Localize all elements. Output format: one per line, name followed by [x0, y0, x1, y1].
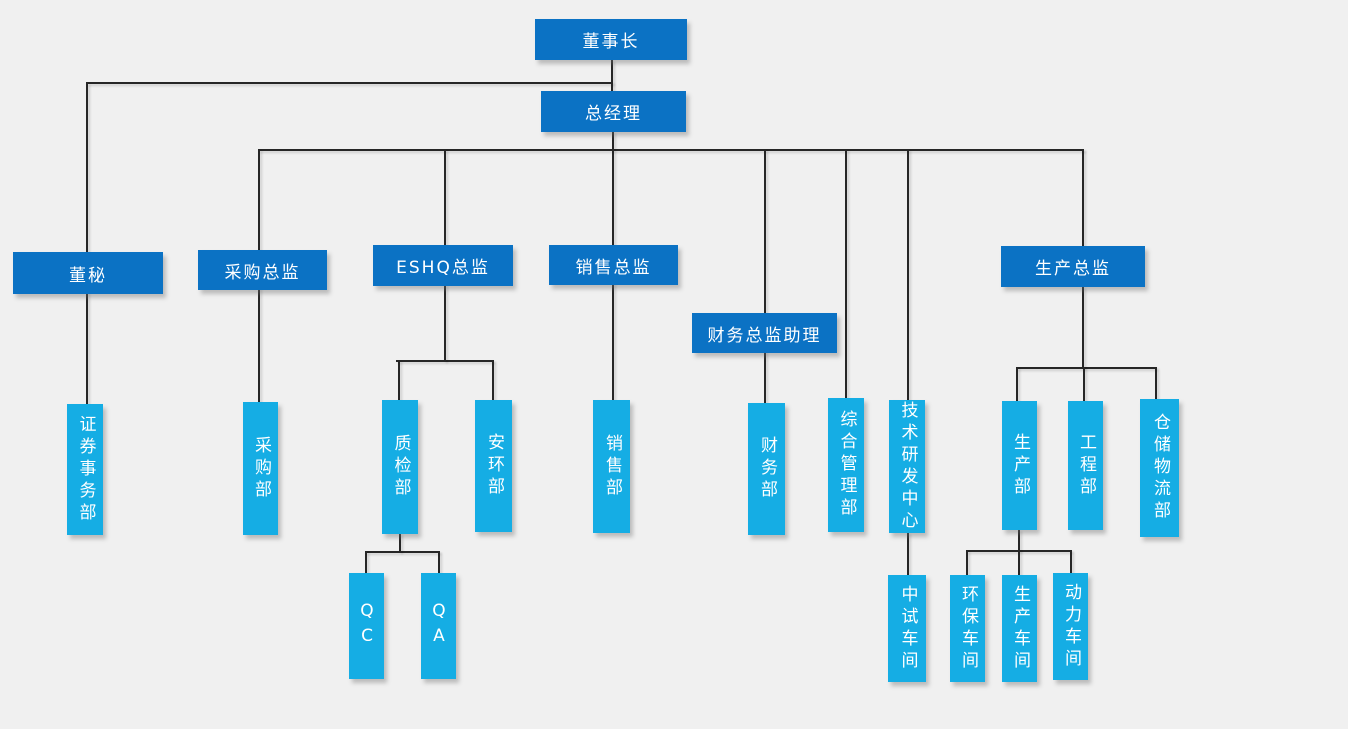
- node-label: 总经理: [585, 104, 642, 124]
- connector-line: [1016, 367, 1018, 401]
- node-pilot-workshop[interactable]: 中试车间: [888, 575, 926, 682]
- connector-line: [86, 82, 613, 84]
- connector-line: [907, 149, 909, 400]
- node-label: 生产部: [1010, 432, 1030, 499]
- node-label: 采购部: [251, 435, 271, 502]
- node-label: 销售总监: [575, 257, 652, 278]
- node-label: QA: [429, 601, 449, 651]
- node-label: 财务总监助理: [707, 325, 822, 346]
- node-env-protection-workshop[interactable]: 环保车间: [950, 575, 985, 682]
- node-label: 董事长: [582, 32, 640, 52]
- node-qc[interactable]: QC: [349, 573, 384, 679]
- node-finance-dept[interactable]: 财务部: [748, 403, 785, 535]
- node-label: 中试车间: [897, 584, 918, 673]
- node-safety-env-dept[interactable]: 安环部: [475, 400, 512, 532]
- connector-line: [1082, 286, 1084, 368]
- node-label: 动力车间: [1061, 582, 1081, 671]
- node-qa[interactable]: QA: [421, 573, 456, 679]
- node-chairman[interactable]: 董事长: [535, 19, 687, 60]
- node-label: 环保车间: [958, 584, 978, 673]
- node-board-secretary[interactable]: 董秘: [13, 252, 163, 294]
- node-sales-director[interactable]: 销售总监: [549, 245, 678, 285]
- node-label: 生产总监: [1035, 259, 1111, 279]
- node-production-director[interactable]: 生产总监: [1001, 246, 1145, 287]
- node-label: 董秘: [69, 265, 107, 286]
- connector-line: [1083, 367, 1085, 401]
- connector-line: [398, 360, 400, 400]
- node-label: 安环部: [484, 433, 504, 499]
- connector-line: [399, 533, 401, 552]
- node-warehouse-logistics-dept[interactable]: 仓储物流部: [1140, 399, 1179, 537]
- node-production-workshop[interactable]: 生产车间: [1002, 575, 1037, 682]
- node-procurement-dept[interactable]: 采购部: [243, 402, 278, 535]
- node-quality-inspection-dept[interactable]: 质检部: [382, 400, 418, 534]
- connector-line: [966, 550, 968, 575]
- node-label: 技术研发中心: [897, 400, 918, 533]
- connector-line: [492, 360, 494, 400]
- connector-line: [365, 551, 367, 573]
- connector-line: [611, 60, 613, 91]
- node-label: 证券事务部: [75, 414, 96, 525]
- node-label: ESHQ总监: [396, 258, 490, 278]
- node-sales-dept[interactable]: 销售部: [593, 400, 630, 533]
- connector-line: [1082, 149, 1084, 246]
- connector-line: [845, 149, 847, 398]
- connector-line: [1018, 529, 1020, 551]
- node-general-manager[interactable]: 总经理: [541, 91, 686, 132]
- node-procurement-director[interactable]: 采购总监: [198, 250, 327, 290]
- node-power-workshop[interactable]: 动力车间: [1053, 573, 1088, 680]
- connector-line: [1016, 367, 1156, 369]
- node-general-management-dept[interactable]: 综合管理部: [828, 398, 864, 532]
- connector-line: [438, 551, 440, 573]
- node-label: 工程部: [1076, 432, 1096, 499]
- node-finance-director-assistant[interactable]: 财务总监助理: [692, 313, 837, 353]
- node-label: 仓储物流部: [1150, 413, 1170, 523]
- connector-line: [396, 360, 493, 362]
- connector-line: [1070, 550, 1072, 573]
- node-production-dept[interactable]: 生产部: [1002, 401, 1037, 530]
- connector-line: [1155, 367, 1157, 399]
- connector-line: [1018, 550, 1020, 575]
- node-label: 综合管理部: [836, 410, 857, 520]
- node-label: 销售部: [602, 433, 622, 500]
- node-label: 生产车间: [1010, 584, 1030, 673]
- connector-line: [907, 532, 909, 575]
- node-tech-rd-center[interactable]: 技术研发中心: [889, 400, 925, 533]
- node-label: QC: [357, 601, 377, 651]
- node-engineering-dept[interactable]: 工程部: [1068, 401, 1103, 530]
- node-eshq-director[interactable]: ESHQ总监: [373, 245, 513, 286]
- connector-line: [258, 149, 1084, 151]
- connector-line: [365, 551, 439, 553]
- connector-line: [444, 149, 446, 245]
- node-label: 质检部: [390, 434, 411, 500]
- node-label: 财务部: [757, 436, 777, 502]
- connector-line: [444, 284, 446, 361]
- node-securities-affairs-dept[interactable]: 证券事务部: [67, 404, 103, 535]
- connector-line: [764, 149, 766, 403]
- connector-line: [86, 83, 88, 404]
- node-label: 采购总监: [224, 262, 301, 283]
